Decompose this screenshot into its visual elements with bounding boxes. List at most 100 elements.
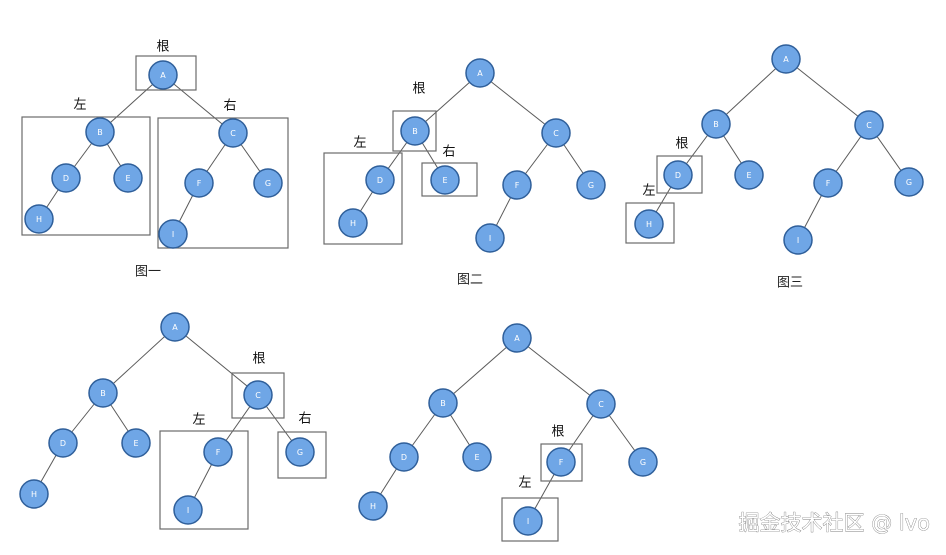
tree-node-f: F [813,168,843,198]
subtree-label: 左 [642,184,655,199]
node-label: G [297,448,303,457]
node-circle [502,323,532,353]
edge-a-c [785,58,870,126]
tree-node-g: G [576,170,606,200]
node-circle [365,165,395,195]
node-label: A [160,71,166,80]
tree-node-i: I [513,506,543,536]
tree-node-f: F [184,168,214,198]
node-circle [701,109,731,139]
node-circle [771,44,801,74]
tree-node-i: I [173,495,203,525]
figure-caption: 图三 [777,276,803,291]
node-label: H [36,215,42,224]
figure-caption: 图二 [457,273,483,288]
tree-node-d: D [389,442,419,472]
node-circle [389,442,419,472]
tree-node-b: B [88,378,118,408]
subtree-label: 左 [73,98,86,113]
node-label: I [527,517,529,526]
subtree-box [656,155,703,194]
subtree-box [392,110,437,152]
node-label: E [125,174,130,183]
subtree-label: 右 [298,412,311,427]
node-circle [51,163,81,193]
subtree-label: 根 [156,40,169,55]
node-circle [184,168,214,198]
node-circle [173,495,203,525]
subtree-label: 根 [252,352,265,367]
tree-node-g: G [253,168,283,198]
tree-node-b: B [701,109,731,139]
tree-node-c: C [854,110,884,140]
node-circle [502,170,532,200]
node-label: H [370,502,376,511]
node-label: F [515,181,520,190]
tree-node-f: F [502,170,532,200]
node-circle [546,447,576,477]
node-circle [158,219,188,249]
node-label: F [216,448,221,457]
tree-node-a: A [465,58,495,88]
tree-figure-4: 根左 右 A B C D E F G H I [19,312,327,530]
node-label: B [412,127,418,136]
node-label: I [797,236,799,245]
edge-a-c [174,326,259,396]
watermark: 掘金技术社区 @ lvo [739,511,930,535]
tree-node-h: H [24,204,54,234]
subtree-box [501,497,559,542]
tree-node-d: D [365,165,395,195]
tree-node-b: B [428,388,458,418]
node-label: B [97,128,103,137]
tree-node-i: I [783,225,813,255]
subtree-label: 左 [192,413,205,428]
node-label: H [646,220,652,229]
subtree-box [323,152,403,245]
edge-a-c [479,72,557,134]
subtree-box [421,162,478,197]
tree-node-f: F [546,447,576,477]
node-circle [586,389,616,419]
tree-node-b: B [400,116,430,146]
tree-node-e: E [121,428,151,458]
node-circle [430,165,460,195]
node-label: E [746,171,751,180]
tree-node-c: C [541,118,571,148]
node-label: E [133,439,138,448]
node-label: C [255,391,261,400]
node-circle [462,442,492,472]
subtree-box [159,430,249,530]
node-circle [513,506,543,536]
tree-node-b: B [85,117,115,147]
node-circle [813,168,843,198]
subtree-box [135,55,197,91]
tree-node-g: G [285,437,315,467]
node-circle [475,223,505,253]
edge-a-b [715,58,787,125]
node-label: G [640,458,646,467]
tree-node-a: A [160,312,190,342]
subtree-label: 根 [412,82,425,97]
tree-node-d: D [48,428,78,458]
subtree-box [157,117,289,249]
node-circle [48,428,78,458]
node-label: F [826,179,831,188]
node-label: H [31,490,37,499]
node-label: D [401,453,407,462]
node-circle [358,491,388,521]
tree-node-c: C [243,380,273,410]
subtree-label: 右 [223,99,236,114]
node-circle [121,428,151,458]
node-circle [576,170,606,200]
node-circle [85,117,115,147]
node-circle [541,118,571,148]
subtree-label: 右 [442,145,455,160]
tree-node-g: G [894,167,924,197]
subtree-box [277,431,327,479]
node-circle [203,437,233,467]
node-label: E [474,453,479,462]
